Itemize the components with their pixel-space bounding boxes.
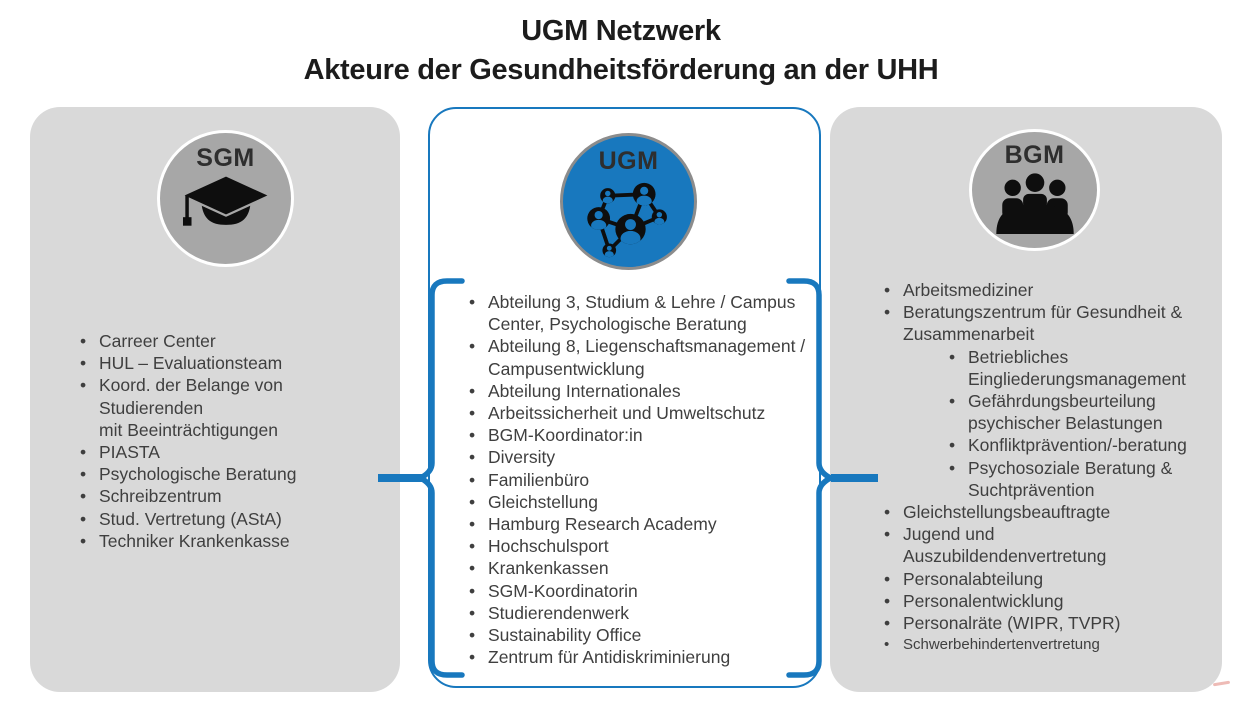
bgm-list: Arbeitsmediziner Beratungszentrum für Ge… — [882, 279, 1214, 657]
ugm-circle: UGM — [560, 133, 697, 270]
list-item: Personalräte (WIPR, TVPR) — [882, 612, 1214, 634]
list-item: Arbeitssicherheit und Umweltschutz — [467, 402, 815, 424]
list-item: Carreer Center — [78, 330, 388, 352]
list-item: Gleichstellungsbeauftragte — [882, 501, 1214, 523]
sgm-panel: SGM Carreer Center HUL – Evaluationsteam… — [30, 107, 400, 692]
list-item: Jugend und Auszubildendenvertretung — [882, 523, 1214, 567]
sgm-list: Carreer Center HUL – Evaluationsteam Koo… — [78, 330, 388, 552]
stray-mark — [1212, 680, 1231, 686]
list-item: Hochschulsport — [467, 535, 815, 557]
list-item: PIASTA — [78, 441, 388, 463]
page-title: UGM Netzwerk — [521, 15, 721, 47]
title-block: UGM Netzwerk Akteure der Gesundheitsförd… — [0, 12, 1242, 90]
bgm-panel: BGM Arbeitsmediziner Beratungszentrum fü… — [830, 107, 1222, 692]
list-item: Sustainability Office — [467, 624, 815, 646]
list-item: SGM-Koordinatorin — [467, 580, 815, 602]
ugm-list: Abteilung 3, Studium & Lehre / Campus Ce… — [467, 291, 815, 669]
list-item: HUL – Evaluationsteam — [78, 352, 388, 374]
bgm-circle-label: BGM — [1004, 141, 1065, 169]
list-item: Familienbüro — [467, 469, 815, 491]
list-item: Techniker Krankenkasse — [78, 530, 388, 552]
list-item: BGM-Koordinator:in — [467, 424, 815, 446]
list-item: Schwerbehindertenvertretung — [882, 634, 1214, 656]
meeting-people-icon — [995, 173, 1074, 234]
list-item: Betriebliches Eingliederungsmanagement — [947, 346, 1214, 390]
list-item: Schreibzentrum — [78, 485, 388, 507]
page-subtitle: Akteure der Gesundheitsförderung an der … — [303, 54, 939, 86]
list-item: Abteilung 3, Studium & Lehre / Campus Ce… — [467, 291, 815, 335]
list-item: Gleichstellung — [467, 491, 815, 513]
list-item: Konfliktprävention/-beratung — [947, 434, 1214, 456]
list-item: Psychosoziale Beratung & Suchtprävention — [947, 457, 1214, 501]
sgm-circle-label: SGM — [196, 144, 255, 172]
list-item: Studierendenwerk — [467, 602, 815, 624]
list-item: Stud. Vertretung (AStA) — [78, 508, 388, 530]
list-item: Personalabteilung — [882, 568, 1214, 590]
ugm-circle-label: UGM — [598, 147, 659, 175]
list-item: Diversity — [467, 446, 815, 468]
list-item: Psychologische Beratung — [78, 463, 388, 485]
list-item: Krankenkassen — [467, 557, 815, 579]
list-item: Zentrum für Antidiskriminierung — [467, 646, 815, 668]
list-item: Beratungszentrum für Gesundheit & Zusamm… — [882, 301, 1214, 345]
bgm-circle: BGM — [969, 129, 1100, 251]
network-people-icon — [586, 182, 667, 258]
graduation-cap-icon — [180, 174, 271, 226]
sgm-circle: SGM — [157, 130, 294, 267]
list-item: Arbeitsmediziner — [882, 279, 1214, 301]
list-item: Koord. der Belange von Studierenden mit … — [78, 374, 388, 441]
list-item: Gefährdungsbeurteilung psychischer Belas… — [947, 390, 1214, 434]
list-item: Abteilung 8, Liegenschaftsmanagement / C… — [467, 335, 815, 379]
list-item: Abteilung Internationales — [467, 380, 815, 402]
list-item: Hamburg Research Academy — [467, 513, 815, 535]
list-item: Personalentwicklung — [882, 590, 1214, 612]
ugm-panel: UGM — [428, 107, 821, 688]
